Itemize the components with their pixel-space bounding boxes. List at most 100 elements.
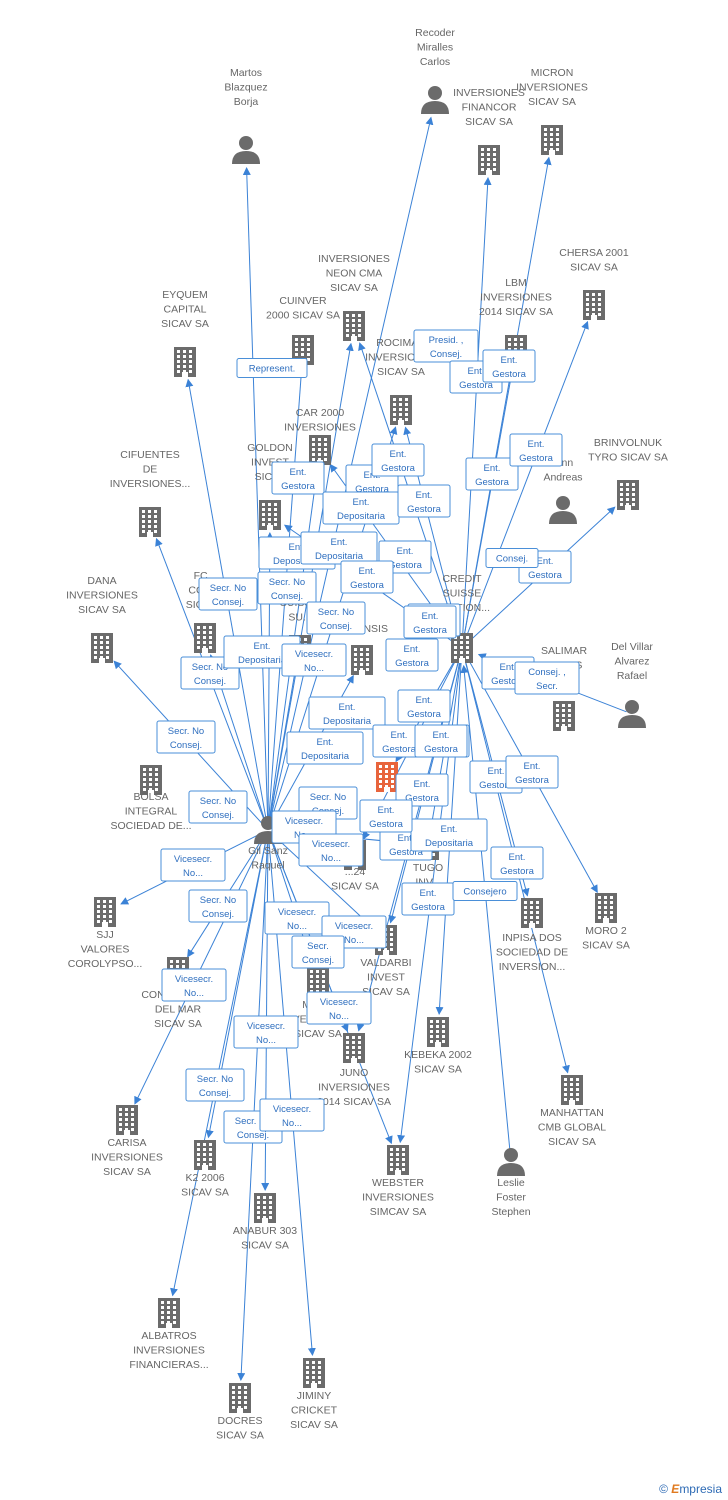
edge-label-text: No... [287,921,307,932]
node-label-k2: K2 2006 [185,1172,224,1184]
edge-label-text: Secr. No [200,895,236,906]
edge-label: Vicesecr.No... [264,901,330,935]
edge-label-text: Consej. [320,621,352,632]
node-label-rocimar: SICAV SA [377,366,425,378]
node-label-juno: 2014 SICAV SA [317,1096,391,1108]
node-label-delvillar: Del Villar [611,641,653,653]
edge-label-text: Gestora [381,463,416,474]
edge-label: Ent.Gestora [385,638,439,672]
node-label-valdarbi: SICAV SA [362,986,410,998]
edge-label: Consej. [485,548,539,568]
edge-label: Vicesecr.No... [160,848,226,882]
node-label-manhattan: MANHATTAN [540,1107,604,1119]
node-label-jiminy: CRICKET [291,1405,338,1417]
node-label-car2000: INVERSIONES [284,422,356,434]
edge-label-text: Vicesecr. [295,649,333,660]
node-label-docres: DOCRES [218,1415,263,1427]
edge-label-text: Gestora [407,709,442,720]
edge-label-text: Gestora [389,847,424,858]
node-label-carisa: SICAV SA [103,1166,151,1178]
edge-label-text: Ent. [528,439,545,450]
edge-label-text: Secr. No [235,1116,271,1127]
edge-label-text: Gestora [528,570,563,581]
node-label-credit: SUISSE [443,588,482,600]
edge-label-text: Vicesecr. [320,997,358,1008]
edge-label: Consejero [452,881,518,901]
edge-label-text: Ent. [416,490,433,501]
node-label-chersa: SICAV SA [570,262,618,274]
edge-label-text: Gestora [369,819,404,830]
edge-gil-suiss [268,666,300,825]
edge-label-text: Depositaria [238,655,287,666]
edge-label-text: Gestora [475,477,510,488]
node-label-carisa: CARISA [107,1137,146,1149]
edge-label-text: Ent. [331,537,348,548]
edge-label-text: Ent. [441,824,458,835]
node-label-martos: Blazquez [224,82,267,94]
node-label-neon: SICAV SA [330,282,378,294]
node-label-micron: INVERSIONES [516,82,588,94]
edge-label: Ent.Gestora [340,560,394,594]
edge-label-text: Consej. [430,349,462,360]
node-label-micron: MICRON [531,67,574,79]
company-node-cifuentes[interactable]: CIFUENTESDEINVERSIONES... [110,449,191,537]
node-label-martos: Martos [230,67,262,79]
edge-credit-inv_financor [461,176,492,643]
company-node-albatros[interactable]: ALBATROSINVERSIONESFINANCIERAS... [129,1298,209,1371]
company-node-sjj[interactable]: SJJVALORESCOROLYPSO... [68,897,143,970]
node-label-inpisa: INVERSION... [499,961,566,973]
copyright-symbol: © [659,1482,668,1496]
node-label-delvillar: Rafael [617,670,647,682]
node-label-credit: CREDIT [442,573,482,585]
edge-label-text: Gestora [413,625,448,636]
edge-label-text: Ent. [420,888,437,899]
node-label-chersa: CHERSA 2001 [559,247,629,259]
edge-label-text: Ent. [509,852,526,863]
edge-label-text: Ent. [524,761,541,772]
node-label-albatros: FINANCIERAS... [129,1359,208,1371]
edge-gil-martos [242,166,269,825]
node-label-car2000: CAR 2000 [296,407,345,419]
edge-label: Vicesecr.No... [298,833,364,867]
edge-leslie-credit [460,664,511,1157]
company-node-focal[interactable] [376,762,398,792]
edge-label: Ent.Gestora [395,773,449,807]
node-label-continental: DEL MAR [155,1004,202,1016]
edge-label: Represent. [236,358,308,378]
edge-label-text: Consej. [170,740,202,751]
edge-label: Ent.Depositaria [322,491,400,525]
node-label-salimar: SALIMAR [541,645,588,657]
edge-label-text: Ent. [398,833,415,844]
edge-label: Ent.Gestora [465,457,519,491]
